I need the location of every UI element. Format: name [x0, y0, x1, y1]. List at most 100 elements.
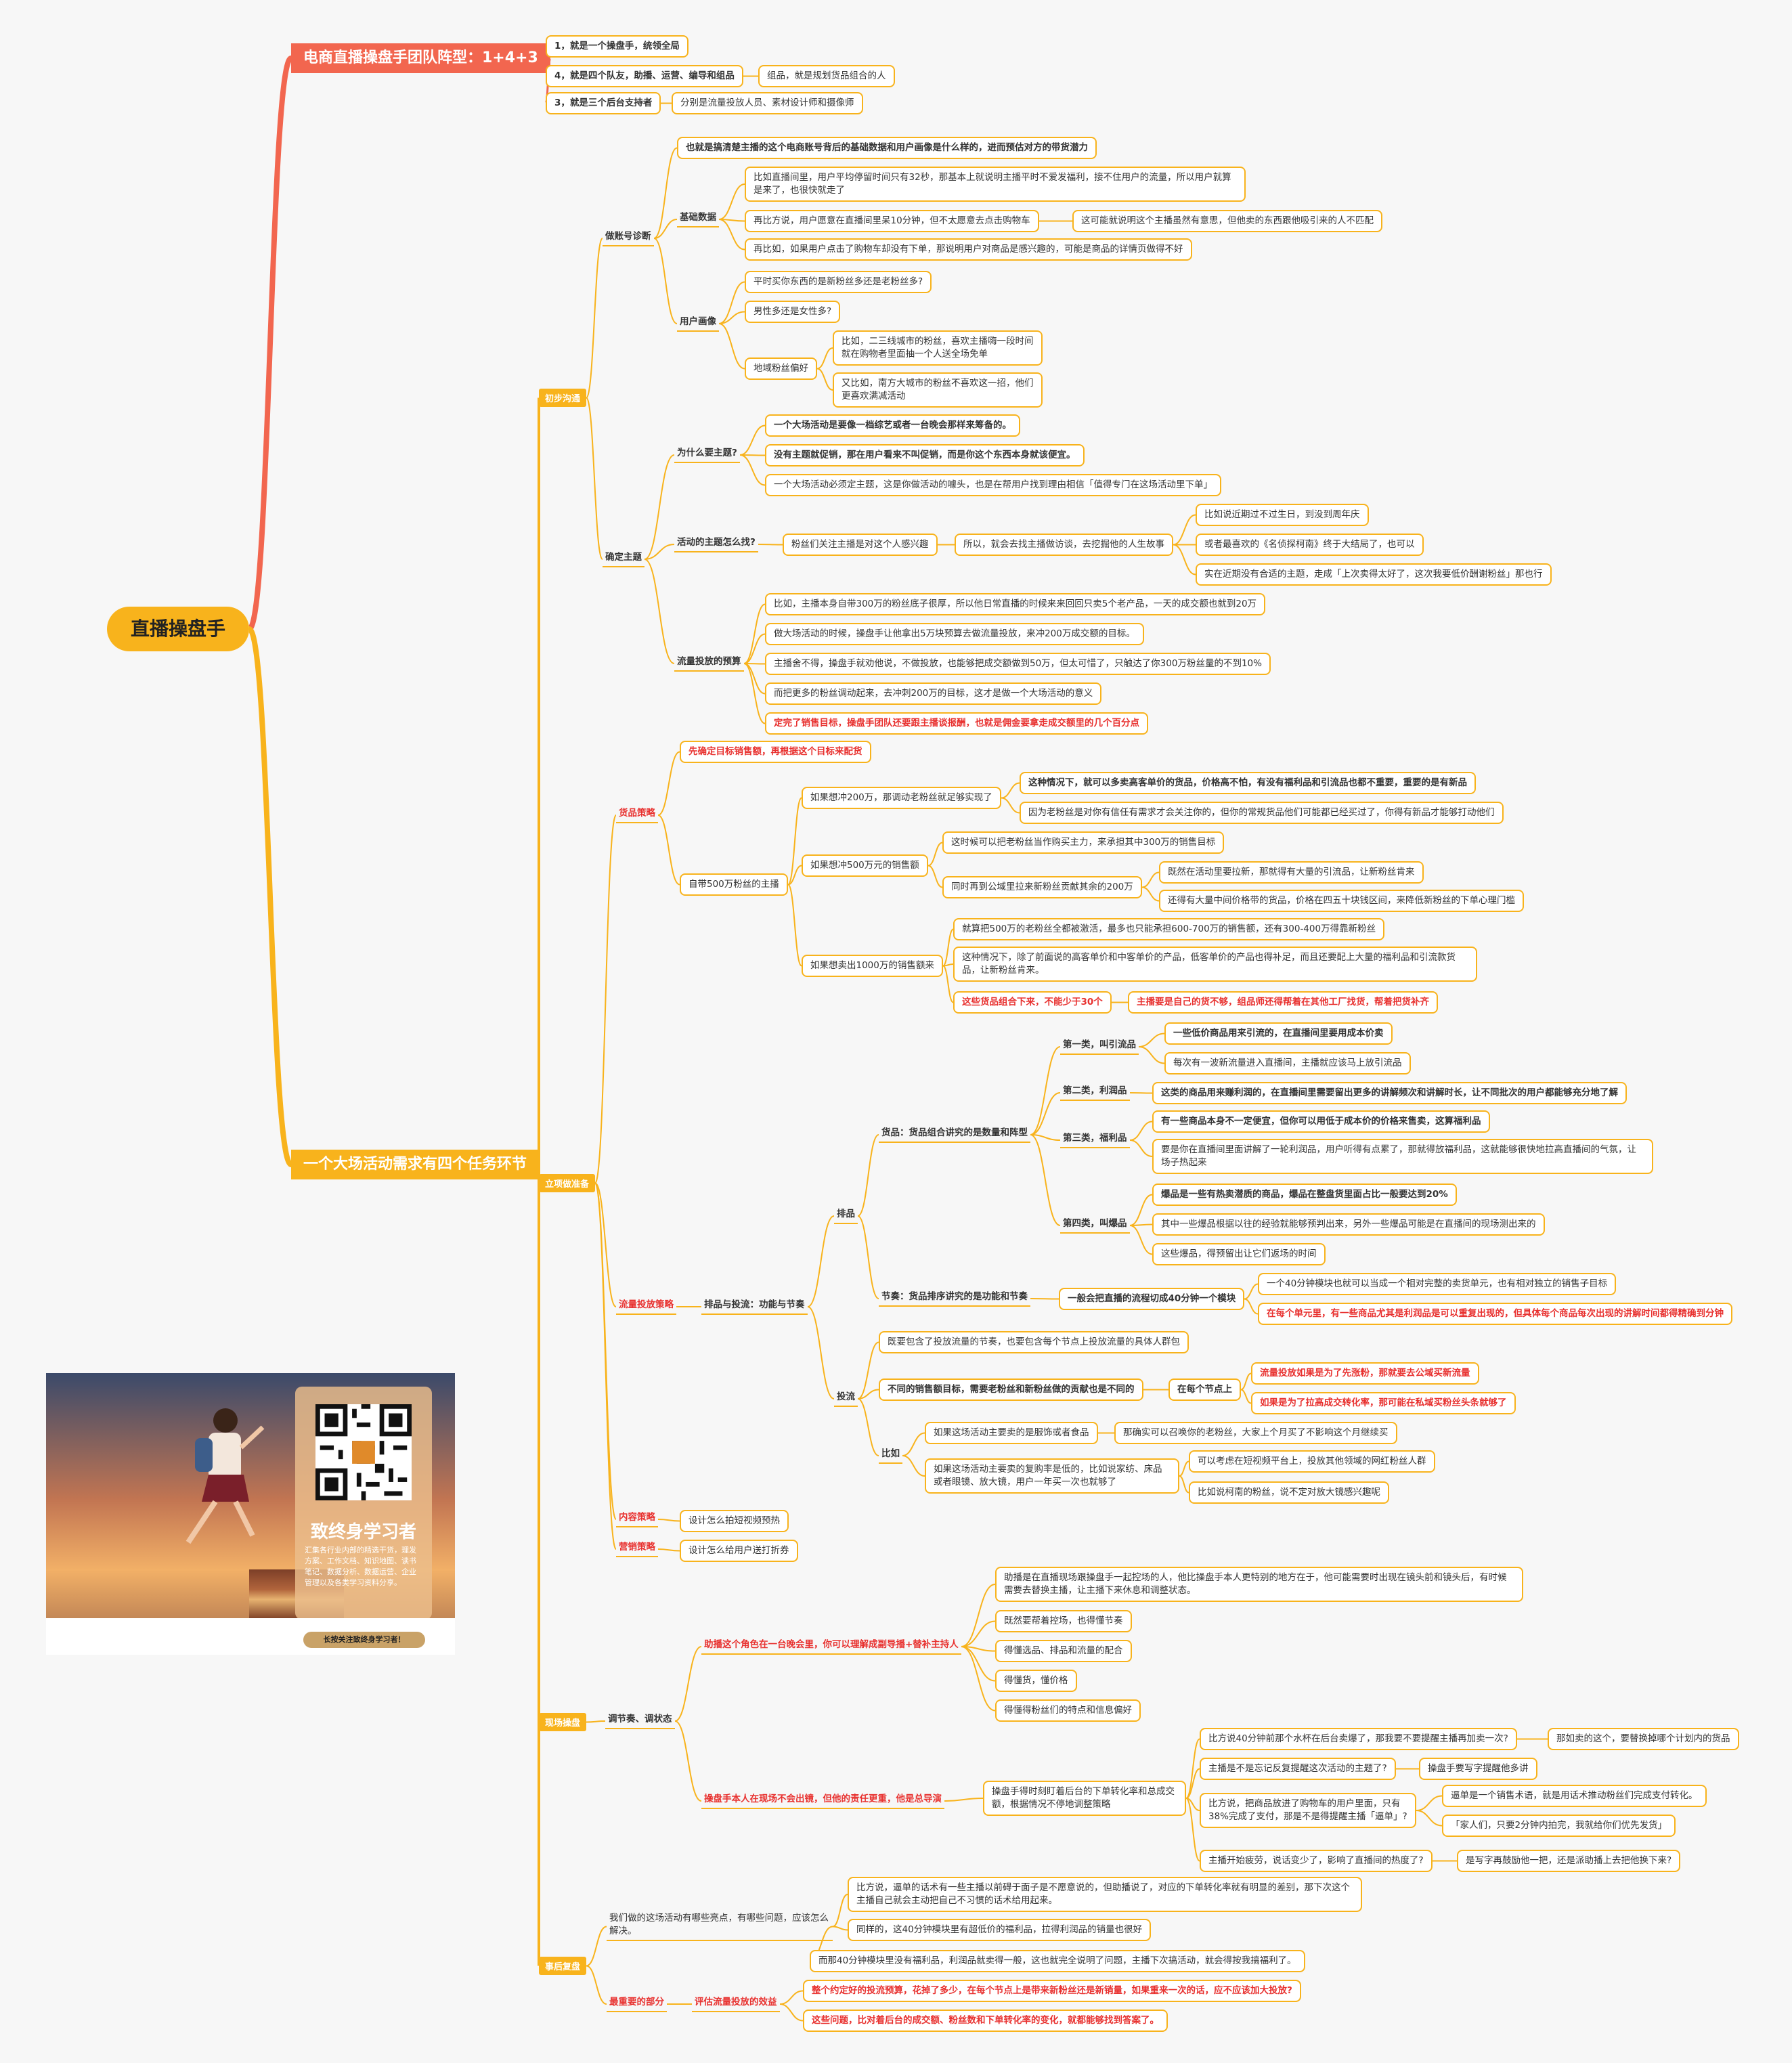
root-node[interactable]: 直播操盘手 [107, 607, 249, 651]
how-theme[interactable]: 活动的主题怎么找? [674, 536, 758, 552]
basic-data-note[interactable]: 这可能就说明这个主播虽然有意思，但他卖的东西跟他吸引来的人不匹配 [1072, 210, 1382, 232]
delivery-node-item[interactable]: 如果是为了拉高成交转化率，那可能在私域买粉丝头条就够了 [1251, 1392, 1516, 1414]
content-strategy-item[interactable]: 设计怎么拍短视频预热 [680, 1510, 789, 1532]
delivery-example-note[interactable]: 那确实可以召唤你的老粉丝，大家上个月买了不影响这个月继续买 [1114, 1422, 1397, 1444]
assistant-item[interactable]: 得懂选品、排品和流量的配合 [995, 1640, 1132, 1662]
kind-4-item[interactable]: 爆品是一些有热卖潜质的商品，爆品在整盘货里面占比一般要达到20% [1152, 1183, 1457, 1206]
rhythm-item-highlight[interactable]: 在每个单元里，有一些商品尤其是利润品是可以重复出现的，但具体每个商品每次出现的讲… [1258, 1303, 1732, 1325]
why-theme[interactable]: 为什么要主题? [674, 447, 740, 463]
why-theme-item[interactable]: 一个大场活动必须定主题，这是你做活动的噱头，也是在帮用户找到理由相信「值得专门在… [765, 474, 1221, 496]
assistant-item[interactable]: 助播是在直播现场跟操盘手一起控场的人，他比操盘手本人更特别的地方在于，他可能需要… [995, 1567, 1523, 1602]
promo-follow-button[interactable]: 长按关注致终身学习者！ [303, 1632, 425, 1648]
delivery-node-item[interactable]: 流量投放如果是为了先涨粉，那就要去公域买新流量 [1251, 1362, 1479, 1385]
stage-review[interactable]: 事后复盘 [539, 1957, 587, 1975]
assistant-item[interactable]: 得懂货，懂价格 [995, 1670, 1077, 1692]
goods-500w-detail[interactable]: 既然在活动里要拉新，那就得有大量的引流品，让新粉丝肯来 [1159, 861, 1424, 884]
goods-500w-detail[interactable]: 还得有大量中间价格带的货品，价格在四五十块钱区间，来降低新粉丝的下单心理门槛 [1159, 890, 1524, 912]
persona-region[interactable]: 地域粉丝偏好 [745, 357, 817, 380]
delivery-example-note[interactable]: 可以考虑在短视频平台上，投放其他领域的网红粉丝人群 [1189, 1450, 1435, 1473]
goods-200w-note[interactable]: 因为老粉丝是对你有信任有需求才会关注你的，但你的常规货品他们可能都已经买过了，你… [1020, 802, 1504, 824]
basic-data[interactable]: 基础数据 [677, 211, 719, 227]
basic-data-item[interactable]: 比如直播间里，用户平均停留时间只有32秒，那基本上就说明主播平时不爱发福利，接不… [745, 167, 1246, 202]
delivery-example-item[interactable]: 如果这场活动主要卖的复购率是低的，比如说家纺、床品或者眼镜、放大镜，用户一年买一… [925, 1458, 1179, 1494]
team-item-3[interactable]: 3，就是三个后台支持者 [546, 92, 661, 114]
team-item-4[interactable]: 4，就是四个队友，助播、运营、编导和组品 [546, 65, 743, 87]
budget-item[interactable]: 做大场活动的时候，操盘手让他拿出5万块预算去做流量投放，来冲200万成交额的目标… [765, 623, 1144, 645]
goods-500w[interactable]: 如果想冲500万元的销售额 [802, 854, 928, 877]
operator-check[interactable]: 比方说，把商品放进了购物车的用户里面，只有38%完成了支付，那是不是得提醒主播「… [1200, 1793, 1416, 1828]
account-diagnosis[interactable]: 做账号诊断 [603, 230, 654, 246]
delivery-example-item[interactable]: 如果这场活动主要卖的是服饰或者食品 [925, 1422, 1098, 1444]
kind-4-item[interactable]: 这些爆品，得预留出让它们返场的时间 [1152, 1243, 1326, 1265]
team-item-3-note[interactable]: 分别是流量投放人员、素材设计师和摄像师 [672, 92, 863, 114]
review-question[interactable]: 我们做的这场活动有哪些亮点，有哪些问题，应该怎么解决。 [607, 1912, 833, 1941]
review-item[interactable]: 而那40分钟模块里没有福利品，利润品就卖得一般，这也就完全说明了问题，主播下次搞… [810, 1950, 1305, 1972]
marketing-strategy-item[interactable]: 设计怎么给用户送打折券 [680, 1540, 798, 1562]
sorting-and-traffic[interactable]: 排品与投流：功能与节奏 [701, 1299, 808, 1315]
persona-region-note[interactable]: 又比如，南方大城市的粉丝不喜欢这一招，他们更喜欢满减活动 [833, 372, 1043, 408]
goods-1000w-count[interactable]: 这些货品组合下来，不能少于30个 [953, 991, 1112, 1014]
persona-region-note[interactable]: 比如，二三线城市的粉丝，喜欢主播嗨一段时间就在购物者里面抽一个人送全场免单 [833, 330, 1043, 366]
kind-benefit-product[interactable]: 第三类，福利品 [1060, 1132, 1130, 1148]
goods-strategy[interactable]: 货品策略 [616, 807, 658, 823]
assistant-item[interactable]: 既然要帮着控场，也得懂节奏 [995, 1610, 1132, 1632]
goods-200w-note[interactable]: 这种情况下，就可以多卖高客单价的货品，价格高不怕，有没有福利品和引流品也都不重要… [1020, 772, 1476, 794]
stage-initial-communication[interactable]: 初步沟通 [539, 389, 587, 407]
branch-four-stages[interactable]: 一个大场活动需求有四个任务环节 [291, 1150, 540, 1179]
kind-1-item[interactable]: 每次有一波新流量进入直播间，主播就应该马上放引流品 [1164, 1052, 1411, 1074]
adjust-rhythm[interactable]: 调节奏、调状态 [605, 1713, 675, 1729]
operator-check-note[interactable]: 是写字再鼓励他一把，还是派助播上去把他换下来? [1457, 1850, 1681, 1872]
operator-item[interactable]: 操盘手得时刻盯着后台的下单转化率和总成交额，根据情况不停地调整策略 [983, 1781, 1186, 1816]
operator-check-note[interactable]: 「家人们，只要2分钟内拍完，我就给你们优先发货」 [1442, 1815, 1676, 1837]
delivery-example[interactable]: 比如 [879, 1448, 902, 1464]
evaluate-item[interactable]: 这些问题，比对着后台的成交额、粉丝数和下单转化率的变化，就都能够找到答案了。 [803, 2010, 1168, 2032]
kind-traffic-product[interactable]: 第一类，叫引流品 [1060, 1039, 1139, 1055]
traffic-strategy[interactable]: 流量投放策略 [616, 1299, 676, 1315]
kind-2-item[interactable]: 这类的商品用来赚利润的，在直播间里需要留出更多的讲解频次和讲解时长，让不同批次的… [1152, 1082, 1627, 1104]
persona-item[interactable]: 平时买你东西的是新粉丝多还是老粉丝多? [745, 271, 932, 293]
review-item[interactable]: 比方说，逼单的话术有一些主播以前碍于面子是不愿意说的，但助播说了，对应的下单转化… [848, 1877, 1362, 1912]
team-item-1[interactable]: 1，就是一个操盘手，统领全局 [546, 35, 689, 58]
operator-check[interactable]: 比方说40分钟前那个水杯在后台卖爆了，那我要不要提醒主播再加卖一次? [1200, 1728, 1517, 1750]
operator-check[interactable]: 主播开始疲劳，说话变少了，影响了直播间的热度了? [1200, 1850, 1433, 1872]
budget-item[interactable]: 而把更多的粉丝调动起来，去冲刺200万的目标，这才是做一个大场活动的意义 [765, 682, 1102, 705]
persona-item[interactable]: 男性多还是女性多? [745, 301, 841, 323]
delivery-item[interactable]: 既要包含了投放流量的节奏，也要包含每个节点上投放流量的具体人群包 [879, 1331, 1189, 1353]
goods-1000w-supply[interactable]: 主播要是自己的货不够，组品师还得帮着在其他工厂找货，帮着把货补齐 [1128, 991, 1438, 1014]
how-theme-example[interactable]: 比如说近期过不过生日，到没到周年庆 [1196, 504, 1369, 526]
goods-500w-note[interactable]: 同时再到公域里拉来新粉丝贡献其余的200万 [942, 876, 1142, 898]
account-intro[interactable]: 也就是搞清楚主播的这个电商账号背后的基础数据和用户画像是什么样的，进而预估对方的… [677, 137, 1097, 159]
assistant-role[interactable]: 助播这个角色在一台晚会里，你可以理解成副导播+替补主持人 [701, 1638, 961, 1655]
operator-check-note[interactable]: 操盘手要写字提醒他多讲 [1419, 1758, 1537, 1780]
goods-combo[interactable]: 货品：货品组合讲究的是数量和阵型 [879, 1127, 1030, 1143]
operator-check-note[interactable]: 那如卖的这个，要替换掉哪个计划内的货品 [1548, 1728, 1739, 1750]
stage-on-site[interactable]: 现场操盘 [539, 1713, 587, 1731]
how-theme-example[interactable]: 或者最喜欢的《名侦探柯南》终于大结局了，也可以 [1196, 534, 1424, 556]
assistant-item[interactable]: 得懂得粉丝们的特点和信息偏好 [995, 1699, 1141, 1722]
confirm-theme[interactable]: 确定主题 [603, 551, 644, 567]
goods-anchor-500w[interactable]: 自带500万粉丝的主播 [680, 873, 788, 896]
budget-item-highlight[interactable]: 定完了销售目标，操盘手团队还要跟主播谈报酬，也就是佣金要拿走成交额里的几个百分点 [765, 712, 1148, 735]
delivery-node[interactable]: 在每个节点上 [1168, 1378, 1241, 1401]
sorting[interactable]: 排品 [834, 1208, 858, 1224]
kind-3-item[interactable]: 要是你在直播间里面讲解了一轮利润品，用户听得有点累了，那就得放福利品，这就能够很… [1152, 1139, 1653, 1174]
budget-item[interactable]: 主播舍不得，操盘手就劝他说，不做投放，也能够把成交额做到50万，但太可惜了，只触… [765, 653, 1271, 675]
how-theme-item[interactable]: 粉丝们关注主播是对这个人感兴趣 [783, 534, 938, 556]
rhythm-module[interactable]: 一般会把直播的流程切成40分钟一个模块 [1059, 1288, 1245, 1310]
goods-1000w[interactable]: 如果想卖出1000万的销售额来 [802, 955, 943, 977]
why-theme-item[interactable]: 没有主题就促销，那在用户看来不叫促销，而是你这个东西本身就该便宜。 [765, 444, 1085, 466]
kind-1-item[interactable]: 一些低价商品用来引流的，在直播间里要用成本价卖 [1164, 1022, 1393, 1045]
evaluate-item[interactable]: 整个约定好的投流预算，花掉了多少，在每个节点上是带来新粉丝还是新销量，如果重来一… [803, 1980, 1301, 2002]
content-strategy[interactable]: 内容策略 [616, 1511, 658, 1527]
how-theme-example[interactable]: 实在近期没有合适的主题，走成「上次卖得太好了，这次我要低价酬谢粉丝」那也行 [1196, 563, 1552, 586]
goods-1000w-note[interactable]: 就算把500万的老粉丝全都被激活，最多也只能承担600-700万的销售额，还有3… [953, 918, 1385, 940]
stage-project-prep[interactable]: 立项做准备 [539, 1174, 596, 1192]
kind-3-item[interactable]: 有一些商品本身不一定便宜，但你可以用低于成本价的价格来售卖，这算福利品 [1152, 1110, 1490, 1133]
rhythm[interactable]: 节奏：货品排序讲究的是功能和节奏 [879, 1290, 1030, 1307]
traffic-delivery[interactable]: 投流 [834, 1391, 858, 1407]
evaluate-traffic[interactable]: 评估流量投放的效益 [692, 1996, 780, 2012]
operator-check-note[interactable]: 逼单是一个销售术语，就是用话术推动粉丝们完成支付转化。 [1442, 1785, 1707, 1807]
marketing-strategy[interactable]: 营销策略 [616, 1541, 658, 1557]
goods-item[interactable]: 先确定目标销售额，再根据这个目标来配货 [680, 741, 871, 763]
qr-code-icon[interactable] [315, 1404, 412, 1500]
